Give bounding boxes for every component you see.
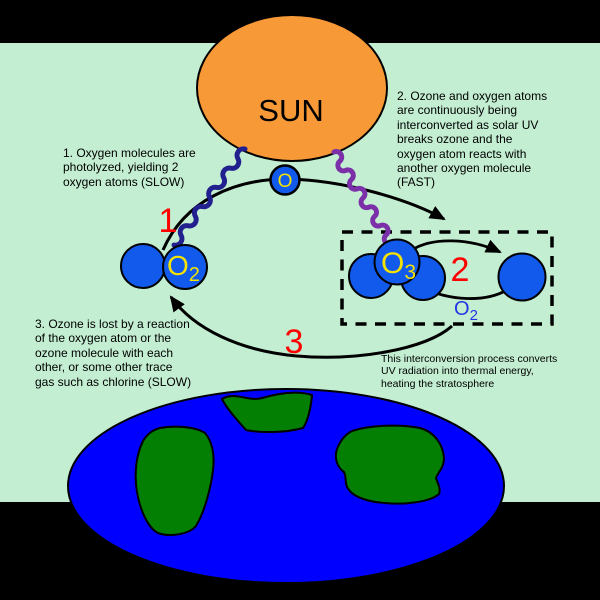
uv-wave-navy bbox=[171, 146, 248, 248]
sun-label: SUN bbox=[258, 93, 323, 128]
o2-right-atom bbox=[162, 244, 208, 290]
step1-text-line: 1. Oxygen molecules are bbox=[63, 146, 196, 160]
ozone-loss-arrow bbox=[169, 295, 453, 359]
step3-text: 3. Ozone is lost by a reaction of the ox… bbox=[35, 317, 191, 389]
lone-oxygen-circle bbox=[497, 252, 547, 302]
step3-number: 3 bbox=[285, 323, 304, 361]
step3-text-line: gas such as chlorine (SLOW) bbox=[35, 374, 192, 389]
interconversion-note-line: UV radiation into thermal energy, bbox=[381, 365, 534, 378]
step2-text-line: (FAST) bbox=[397, 175, 435, 190]
o2-molecule: O2 bbox=[120, 243, 208, 290]
step1-text-line: photolyzed, yielding 2 bbox=[63, 160, 179, 175]
o3-molecule: O3 bbox=[348, 238, 446, 301]
o2-molecule-label: O2 bbox=[167, 250, 200, 286]
step1-text-line: oxygen atoms (SLOW) bbox=[63, 174, 185, 189]
reaction-box bbox=[340, 230, 554, 326]
step3-text-line: other, or some other trace bbox=[35, 360, 173, 375]
continent-left bbox=[134, 425, 215, 536]
sun-ellipse bbox=[196, 14, 388, 162]
step2-text-line: interconverted as solar UV bbox=[397, 117, 539, 132]
interconversion-note-line: heating the stratosphere bbox=[381, 377, 495, 390]
uv-wave-purple bbox=[331, 149, 395, 247]
oxygen-atom: O bbox=[269, 164, 301, 196]
step2-text-line: are continuously being bbox=[397, 103, 518, 118]
earth bbox=[67, 388, 505, 584]
step2-text-line: oxygen atom reacts with bbox=[397, 146, 527, 161]
o2-product-label: O2 bbox=[454, 298, 478, 324]
step1-number: 1 bbox=[159, 202, 178, 240]
step2-text-line: breaks ozone and the bbox=[397, 132, 513, 147]
step2-text-line: another oxygen molecule bbox=[397, 161, 532, 176]
o3-top-atom bbox=[373, 238, 421, 286]
step2-number: 2 bbox=[451, 251, 470, 289]
o2-left-atom bbox=[120, 243, 166, 289]
step2-text: 2. Ozone and oxygen atoms are continuous… bbox=[397, 89, 547, 190]
step1-text: 1. Oxygen molecules are photolyzed, yiel… bbox=[63, 146, 196, 189]
interconversion-note-line: This interconversion process converts bbox=[381, 353, 558, 365]
oxygen-atom-circle bbox=[269, 164, 301, 196]
o3-to-o-arrow bbox=[411, 239, 502, 254]
step3-text-line: 3. Ozone is lost by a reaction bbox=[35, 317, 190, 331]
o3-molecule-label: O3 bbox=[381, 247, 416, 284]
step3-text-line: ozone molecule with each bbox=[35, 345, 174, 360]
step3-text-line: of the oxygen atom or the bbox=[35, 331, 172, 346]
oxygen-atom-label: O bbox=[278, 171, 293, 192]
continent-right bbox=[334, 424, 445, 505]
continent-north bbox=[221, 391, 313, 434]
step2-text-line: 2. Ozone and oxygen atoms bbox=[397, 89, 548, 103]
interconversion-note: This interconversion process converts UV… bbox=[381, 353, 557, 390]
